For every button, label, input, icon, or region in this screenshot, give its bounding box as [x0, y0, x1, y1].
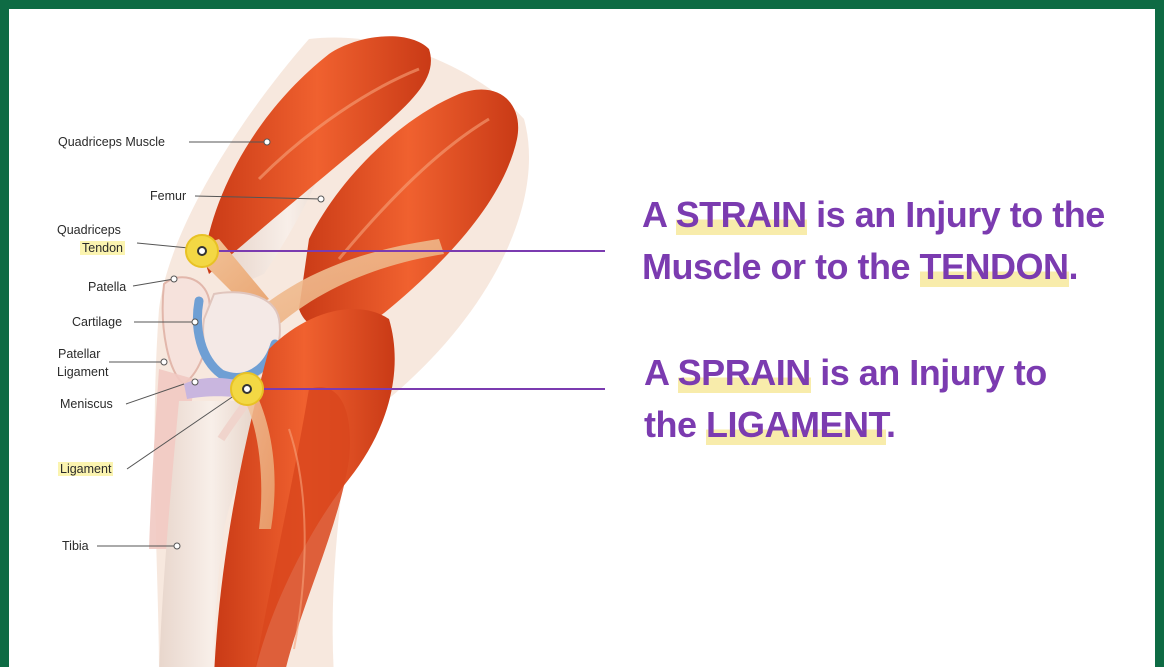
strain-period: . [1069, 246, 1079, 287]
leader-dot [264, 139, 270, 145]
leader-dot [318, 196, 324, 202]
strain-prefix: A [642, 194, 676, 235]
label-tendon: Tendon [80, 241, 125, 255]
knee-anatomy-illustration [9, 9, 1164, 667]
diagram-stage: Quadriceps Muscle Femur Quadriceps Tendo… [9, 9, 1164, 667]
sprain-statement: A SPRAIN is an Injury to the LIGAMENT. [644, 347, 1047, 451]
strain-statement: A STRAIN is an Injury to the Muscle or t… [642, 189, 1105, 293]
label-patellar: Patellar [58, 347, 100, 361]
leader-dot [174, 543, 180, 549]
label-patellar-ligament: Ligament [57, 365, 108, 379]
leader-dot [192, 379, 198, 385]
label-meniscus: Meniscus [60, 397, 113, 411]
label-tibia: Tibia [62, 539, 89, 553]
label-quadriceps-muscle: Quadriceps Muscle [58, 135, 165, 149]
leader-dot [161, 359, 167, 365]
ligament-marker [231, 373, 263, 405]
sprain-line-1: A SPRAIN is an Injury to [644, 347, 1047, 399]
strain-keyword: STRAIN [676, 194, 807, 235]
sprain-line2-text: the [644, 404, 706, 445]
strain-line-1: A STRAIN is an Injury to the [642, 189, 1105, 241]
sprain-period: . [886, 404, 896, 445]
strain-line2-text: Muscle or to the [642, 246, 920, 287]
strain-rest: is an Injury to the [807, 194, 1105, 235]
label-femur: Femur [150, 189, 186, 203]
sprain-keyword: SPRAIN [678, 352, 811, 393]
strain-keyword-tendon: TENDON [920, 246, 1069, 287]
leader-dot [192, 319, 198, 325]
sprain-rest: is an Injury to [811, 352, 1047, 393]
strain-line-2: Muscle or to the TENDON. [642, 241, 1105, 293]
tendon-marker [186, 235, 218, 267]
sprain-prefix: A [644, 352, 678, 393]
sprain-line-2: the LIGAMENT. [644, 399, 1047, 451]
sprain-keyword-ligament: LIGAMENT [706, 404, 886, 445]
ligament-marker-dot [243, 385, 251, 393]
tendon-marker-dot [198, 247, 206, 255]
leader-dot [171, 276, 177, 282]
label-ligament: Ligament [58, 462, 113, 476]
label-cartilage: Cartilage [72, 315, 122, 329]
label-quadriceps: Quadriceps [57, 223, 121, 237]
label-patella: Patella [88, 280, 126, 294]
